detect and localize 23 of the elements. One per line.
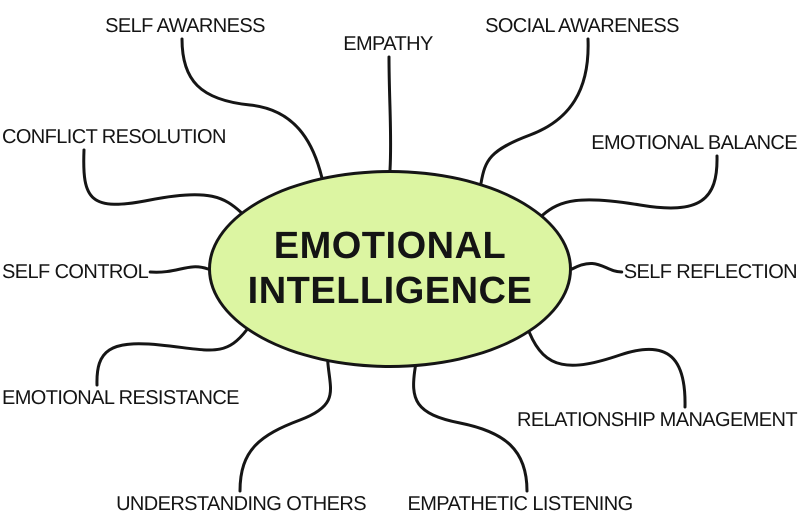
branch-label: CONFLICT RESOLUTION (2, 125, 226, 149)
connector-line (480, 38, 590, 185)
connector-line (96, 328, 248, 386)
connector-line (528, 331, 686, 408)
connector-line (82, 148, 242, 214)
connector-line (541, 154, 718, 217)
branch-label: SELF REFLECTION (624, 260, 797, 284)
branch-label: SOCIAL AWARENESS (485, 14, 679, 38)
branch-label: EMOTIONAL BALANCE (591, 131, 797, 155)
branch-label: EMPATHETIC LISTENING (407, 492, 633, 516)
branch-label: SELF AWARNESS (105, 14, 265, 38)
connector-line (412, 366, 528, 492)
connector-line (148, 265, 210, 274)
branch-label: SELF CONTROL (2, 260, 148, 284)
connector-line (570, 262, 624, 274)
connector-line (388, 56, 392, 172)
branch-label: EMPATHY (343, 32, 433, 56)
branch-label: UNDERSTANDING OTHERS (116, 492, 366, 516)
branch-label: RELATIONSHIP MANAGEMENT (517, 408, 797, 432)
connector-line (180, 38, 324, 179)
topic-title: EMOTIONAL INTELLIGENCE (246, 224, 534, 314)
connector-line (238, 360, 332, 492)
branch-label: EMOTIONAL RESISTANCE (2, 386, 239, 410)
